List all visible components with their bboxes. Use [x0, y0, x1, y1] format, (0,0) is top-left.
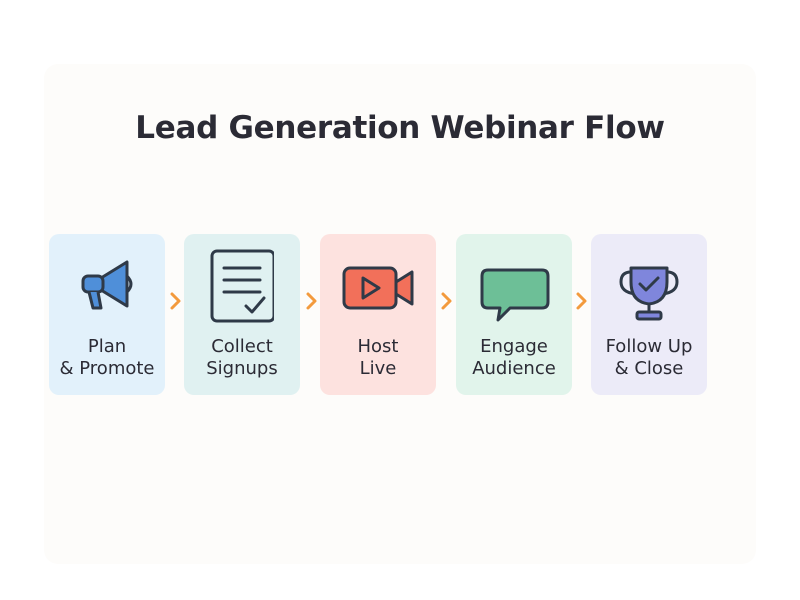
- megaphone-icon: [75, 248, 139, 324]
- step-plan-promote: Plan & Promote: [49, 234, 165, 395]
- step-label: Engage Audience: [472, 336, 556, 379]
- chat-bubble-icon: [480, 248, 550, 324]
- chevron-right-icon: [575, 291, 589, 311]
- step-label: Collect Signups: [206, 336, 278, 379]
- step-collect-signups: Collect Signups: [184, 234, 300, 395]
- step-label: Follow Up & Close: [605, 336, 693, 379]
- step-host-live: Host Live: [320, 234, 436, 395]
- chevron-right-icon: [305, 291, 319, 311]
- step-label: Host Live: [357, 336, 399, 379]
- diagram-title: Lead Generation Webinar Flow: [135, 110, 665, 146]
- video-camera-icon: [342, 248, 414, 324]
- step-label: Plan & Promote: [59, 336, 155, 379]
- chevron-right-icon: [169, 291, 183, 311]
- step-follow-up-close: Follow Up & Close: [591, 234, 707, 395]
- step-engage-audience: Engage Audience: [456, 234, 572, 395]
- signup-form-icon: [210, 248, 274, 324]
- trophy-icon: [617, 248, 681, 324]
- chevron-right-icon: [440, 291, 454, 311]
